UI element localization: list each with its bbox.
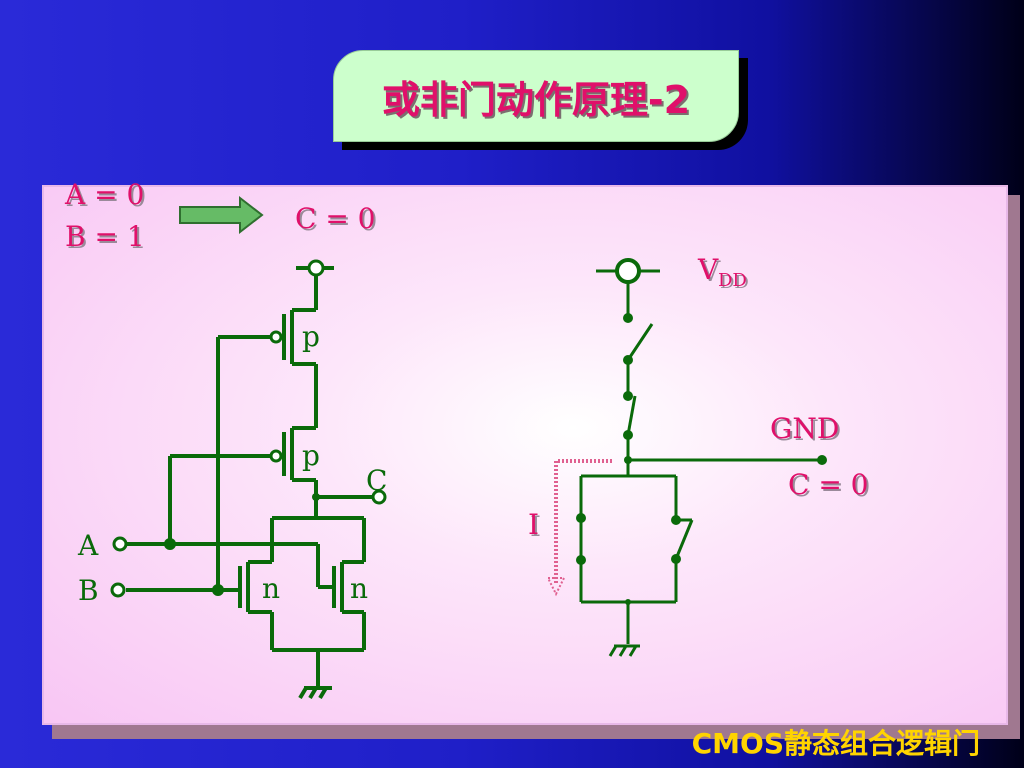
right-arrow-icon (179, 195, 264, 235)
footer-caption: CMOS静态组合逻辑门 (691, 727, 980, 760)
switch-node (623, 313, 633, 323)
nmos-right-label: n (350, 572, 368, 605)
vdd-terminal-switch (615, 258, 641, 284)
current-path-arrow-icon (546, 459, 612, 597)
switch-node (623, 430, 633, 440)
switch-node (623, 355, 633, 365)
svg-text:DD: DD (720, 272, 749, 293)
pmos-bottom-bubble (269, 449, 283, 463)
input-a-state: A = 0 (64, 178, 144, 211)
cmos-nor-schematic (126, 266, 373, 700)
input-a-terminal (112, 536, 128, 552)
output-terminal (371, 489, 387, 505)
junction-dot (312, 493, 320, 501)
vdd-label: V (697, 253, 719, 286)
svg-text:V: V (699, 255, 721, 288)
gnd-label: GND (770, 412, 839, 445)
switch-model (579, 269, 822, 657)
current-label: I (528, 508, 539, 541)
svg-text:GND: GND (772, 414, 841, 447)
switch-node (624, 456, 632, 464)
nmos-left-label: n (262, 572, 280, 605)
junction-dot (164, 538, 176, 550)
input-b-state: B = 1 (65, 220, 145, 253)
switch-node (671, 554, 681, 564)
junction-dot (212, 584, 224, 596)
svg-text:C = 0: C = 0 (297, 204, 378, 237)
input-a-label: A (77, 529, 99, 562)
pmos-top-label: p (302, 320, 320, 353)
switch-node (623, 391, 633, 401)
svg-text:C = 0: C = 0 (790, 470, 871, 503)
svg-text:I: I (530, 510, 541, 543)
vdd-terminal (307, 259, 325, 277)
output-node-switch (817, 455, 827, 465)
svg-text:A = 0: A = 0 (66, 180, 146, 213)
output-c-state-top: C = 0 (295, 202, 376, 235)
svg-text:B = 1: B = 1 (67, 222, 147, 255)
switch-node (671, 515, 681, 525)
output-c-label: C (366, 464, 387, 497)
slide-title: 或非门动作原理-2 (333, 50, 739, 142)
vdd-subscript: DD (718, 270, 747, 291)
input-b-label: B (78, 574, 99, 607)
pmos-bottom-label: p (302, 439, 320, 472)
pmos-top-bubble (269, 330, 283, 344)
output-c-state-right: C = 0 (788, 468, 869, 501)
switch-node (576, 555, 586, 565)
switch-node (625, 599, 631, 605)
input-b-terminal (110, 582, 126, 598)
switch-node (576, 513, 586, 523)
